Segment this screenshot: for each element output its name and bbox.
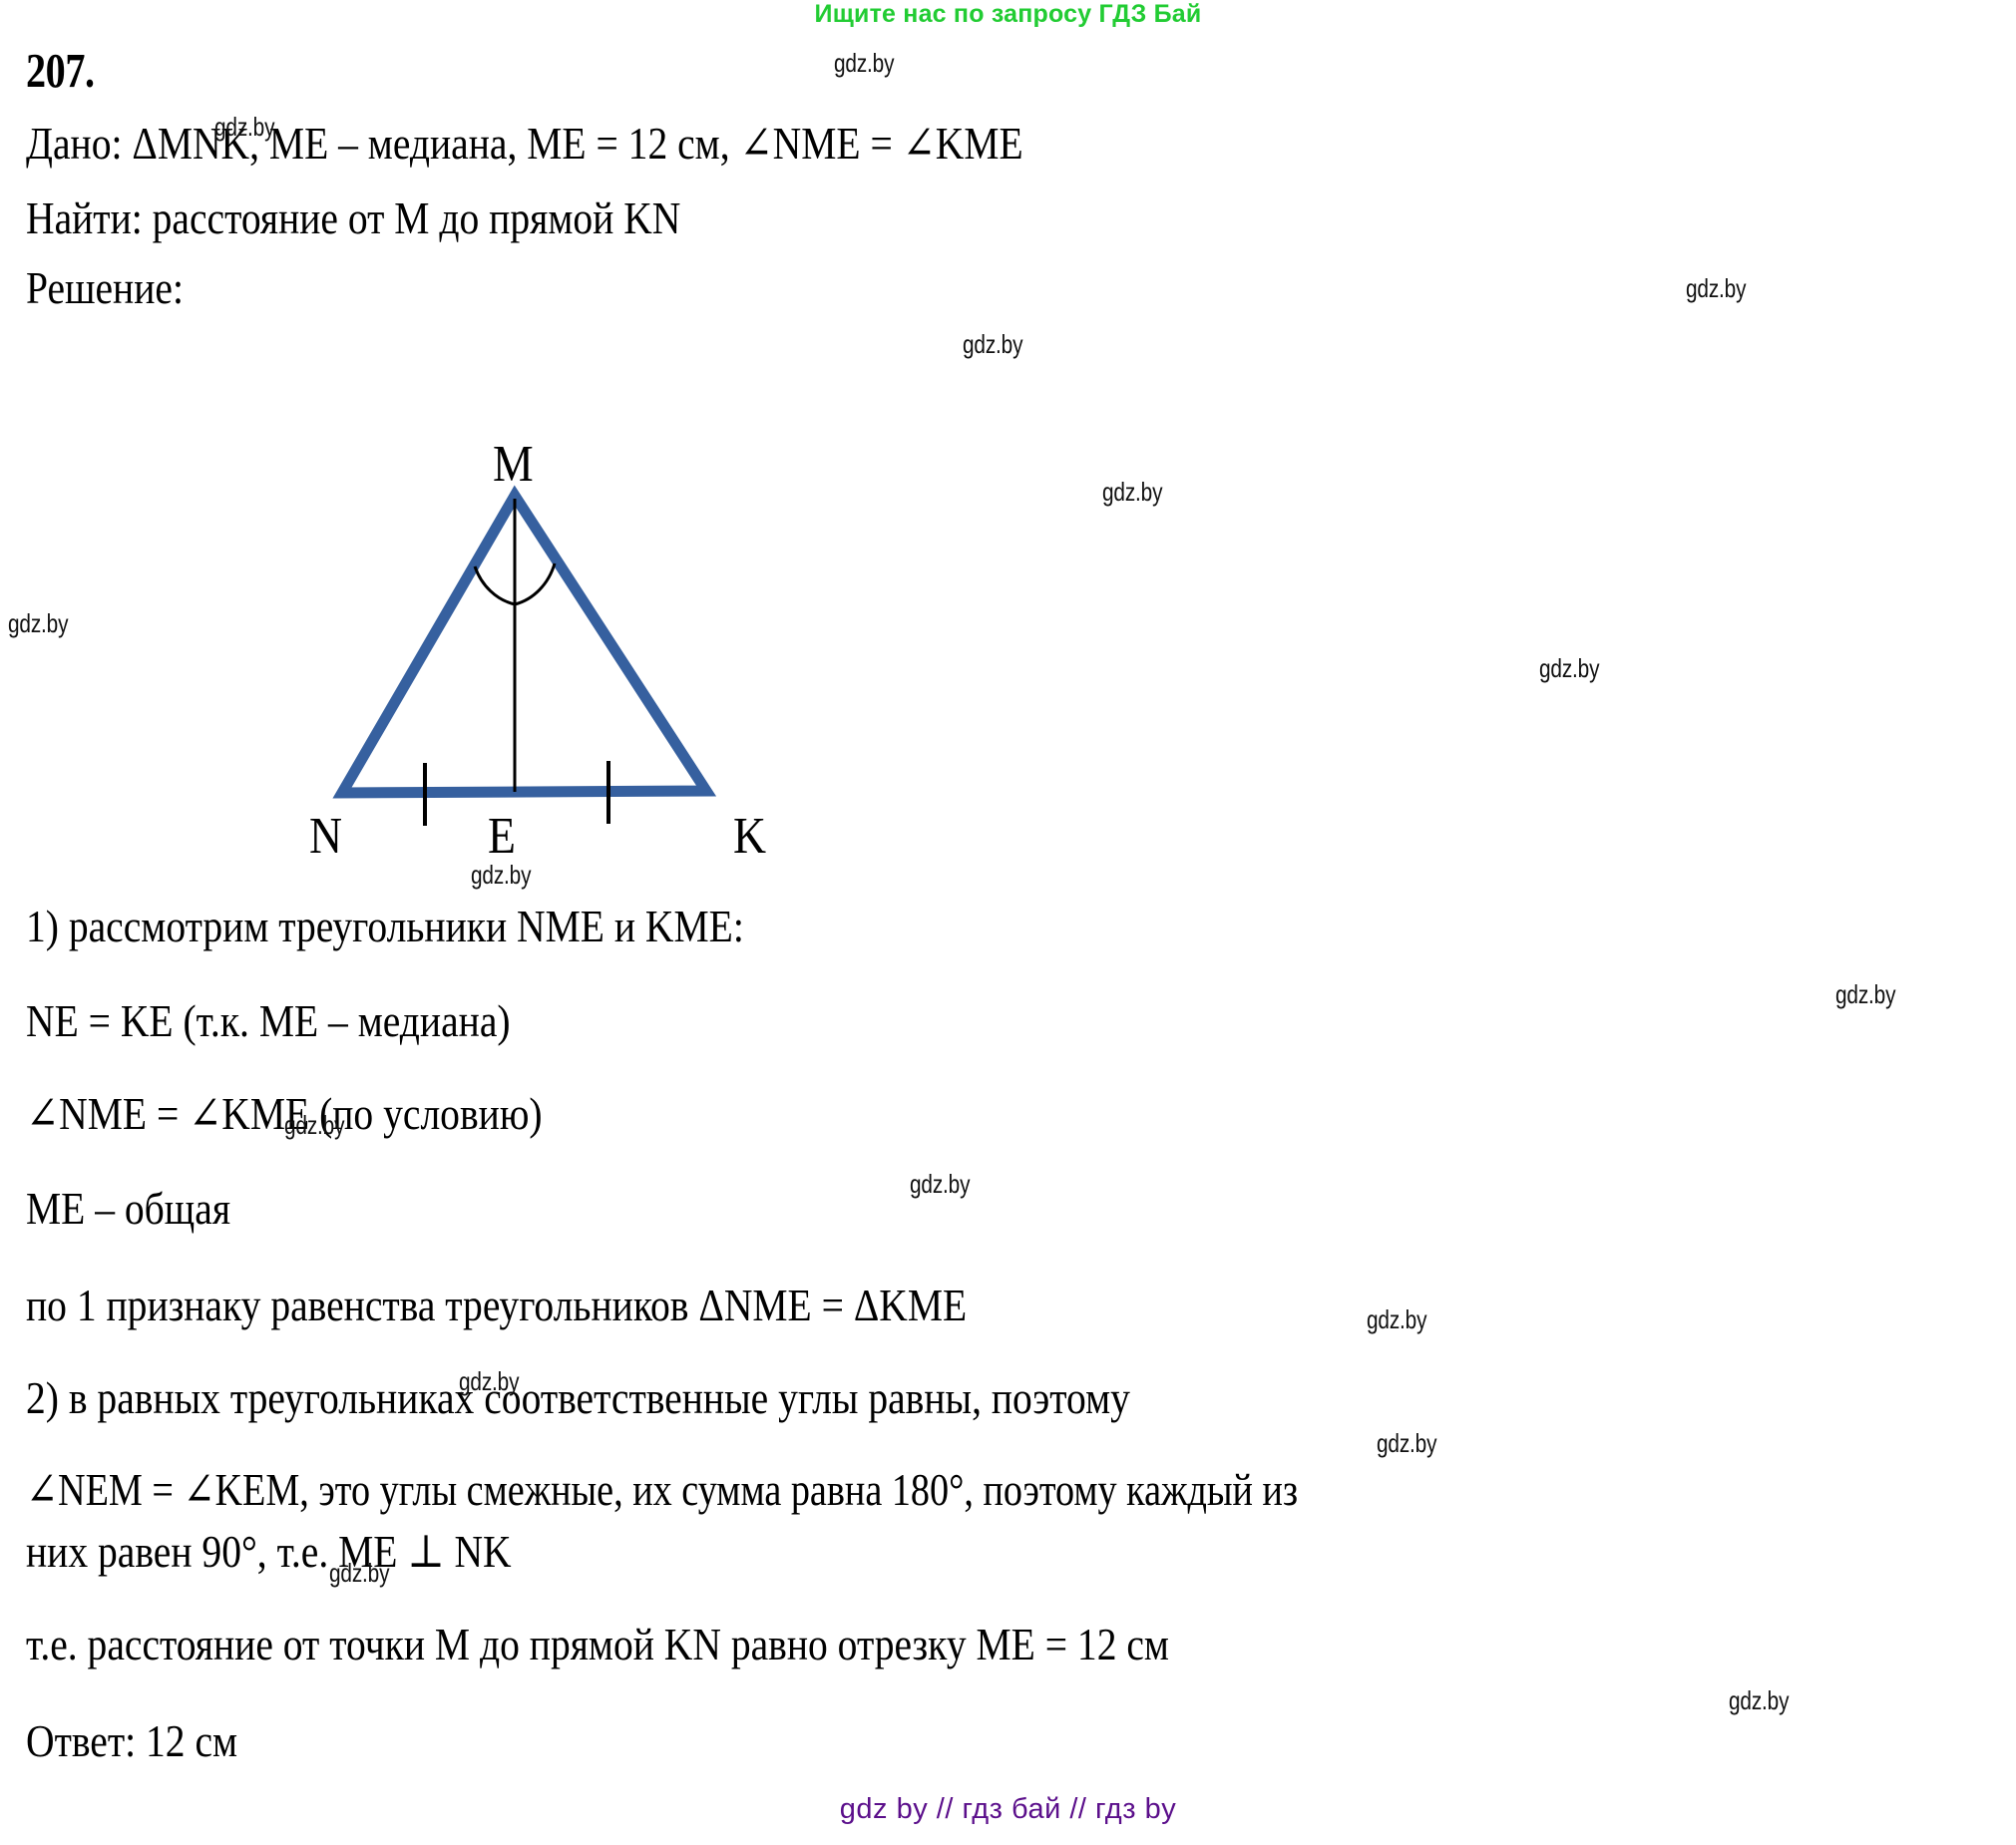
exercise-number: 207. [26,43,95,98]
solution-step-4: ME – общая [26,1183,231,1234]
promo-banner: Ищите нас по запросу ГДЗ Бай [814,0,1202,28]
solution-step-7: ∠NEM = ∠KEM, это углы смежные, их сумма … [26,1464,1299,1515]
solution-step-8: них равен 90°, т.е. ME ⊥ NK [26,1526,512,1577]
solution-step-1: 1) рассмотрим треугольники NME и KME: [26,901,744,951]
watermark-gdz-by: gdz.by [459,1366,520,1396]
vertex-label-m: M [493,436,534,493]
angle-arc-nme [473,565,516,606]
watermark-gdz-by: gdz.by [1102,477,1163,507]
solution-step-9: т.е. расстояние от точки М до прямой KN … [26,1619,1169,1669]
watermark-gdz-by: gdz.by [1686,273,1747,303]
watermark-gdz-by: gdz.by [1729,1685,1790,1715]
find-line: Найти: расстояние от М до прямой KN [26,192,681,243]
solution-step-5: по 1 признаку равенства треугольников ΔN… [26,1280,968,1330]
triangle-svg [332,485,717,826]
watermark-gdz-by: gdz.by [1367,1304,1427,1334]
vertex-label-n: N [309,808,343,865]
solution-step-6: 2) в равных треугольниках соответственны… [26,1372,1130,1423]
watermark-gdz-by: gdz.by [284,1110,345,1140]
given-line: Дано: ΔMNK, ME – медиана, ME = 12 см, ∠N… [26,118,1023,169]
angle-arc-kme [514,562,557,606]
watermark-gdz-by: gdz.by [1835,979,1896,1009]
solution-step-2: NE = KE (т.к. ME – медиана) [26,995,511,1046]
triangle-outline [332,485,717,799]
triangle-figure: M N E K [190,419,828,878]
watermark-gdz-by: gdz.by [963,329,1023,359]
watermark-gdz-by: gdz.by [214,112,275,142]
watermark-gdz-by: gdz.by [471,860,532,890]
watermark-gdz-by: gdz.by [329,1558,390,1588]
watermark-gdz-by: gdz.by [834,48,895,78]
watermark-gdz-by: gdz.by [1539,653,1600,683]
watermark-gdz-by: gdz.by [8,608,69,638]
site-footer: gdz by // гдз бай // гдз by [839,1793,1177,1825]
answer-line: Ответ: 12 см [26,1715,238,1766]
solution-step-3: ∠NME = ∠KME (по условию) [26,1088,543,1139]
vertex-label-e: E [488,808,516,865]
solution-heading: Решение: [26,262,184,313]
vertex-label-k: K [733,808,767,865]
watermark-gdz-by: gdz.by [910,1169,971,1199]
watermark-gdz-by: gdz.by [1377,1428,1437,1458]
